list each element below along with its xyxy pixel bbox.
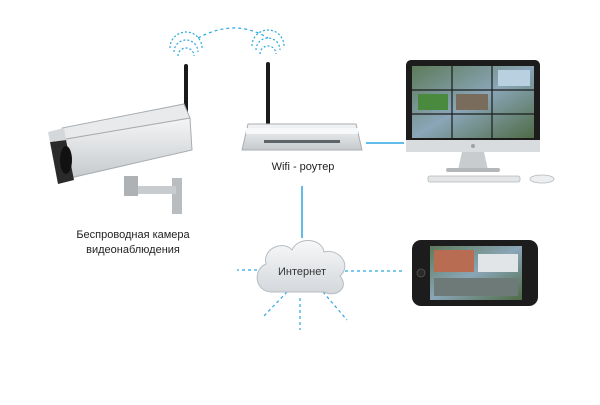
desktop-monitor-icon <box>406 60 555 184</box>
wifi-link-arc <box>197 27 269 39</box>
smartphone-icon <box>412 240 538 306</box>
cloud-icon <box>256 240 346 295</box>
camera-caption-line1: Беспроводная камера <box>76 229 190 241</box>
internet-caption: Интернет <box>278 266 326 278</box>
camera-caption-line2: видеонаблюдения <box>86 244 180 256</box>
cctv-camera-icon <box>48 31 203 214</box>
internet-rays <box>237 269 348 330</box>
wifi-router-icon <box>241 29 363 151</box>
router-caption: Wifi - роутер <box>272 161 335 173</box>
